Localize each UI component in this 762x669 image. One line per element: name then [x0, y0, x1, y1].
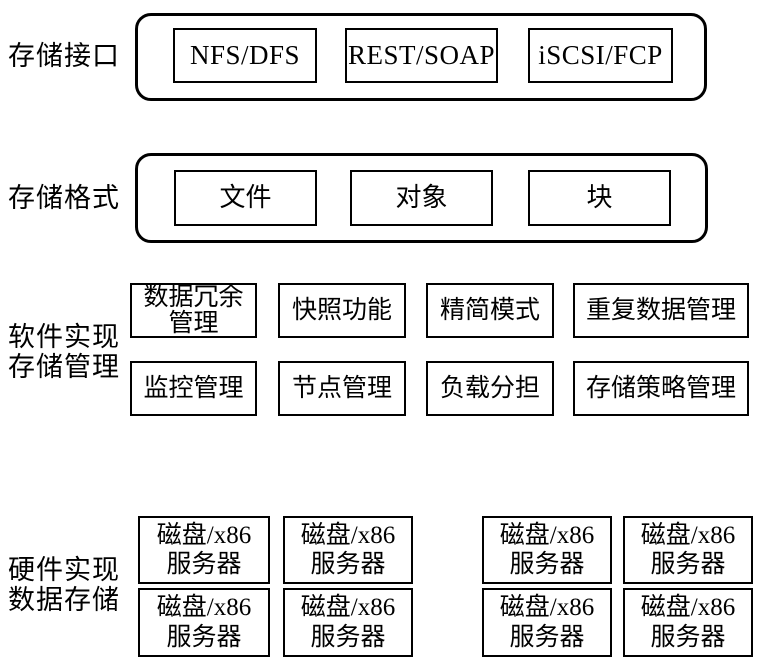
server-box-3: 磁盘/x86 服务器 [482, 516, 612, 584]
snapshot-box: 快照功能 [278, 283, 406, 338]
dedup-management-box: 重复数据管理 [573, 283, 749, 338]
server-box-2: 磁盘/x86 服务器 [283, 516, 413, 584]
thin-provisioning-box: 精简模式 [426, 283, 554, 338]
server-box-5: 磁盘/x86 服务器 [138, 588, 270, 657]
node-management-box: 节点管理 [278, 361, 406, 416]
monitoring-management-box: 监控管理 [130, 361, 257, 416]
hardware-storage-label: 硬件实现 数据存储 [8, 555, 120, 616]
block-format-box: 块 [528, 170, 671, 226]
load-balancing-box: 负载分担 [426, 361, 554, 416]
server-box-1: 磁盘/x86 服务器 [138, 516, 270, 584]
server-box-7: 磁盘/x86 服务器 [482, 588, 612, 657]
software-management-label: 软件实现 存储管理 [8, 322, 120, 383]
storage-format-label: 存储格式 [8, 183, 120, 213]
data-redundancy-box: 数据冗余 管理 [130, 283, 257, 338]
rest-soap-box: REST/SOAP [345, 28, 498, 83]
server-box-6: 磁盘/x86 服务器 [283, 588, 413, 657]
nfs-dfs-box: NFS/DFS [173, 28, 317, 83]
server-box-8: 磁盘/x86 服务器 [623, 588, 753, 657]
object-format-box: 对象 [350, 170, 493, 226]
storage-policy-box: 存储策略管理 [573, 361, 749, 416]
storage-interface-label: 存储接口 [8, 41, 120, 71]
file-format-box: 文件 [174, 170, 317, 226]
iscsi-fcp-box: iSCSI/FCP [528, 28, 673, 83]
server-box-4: 磁盘/x86 服务器 [623, 516, 753, 584]
